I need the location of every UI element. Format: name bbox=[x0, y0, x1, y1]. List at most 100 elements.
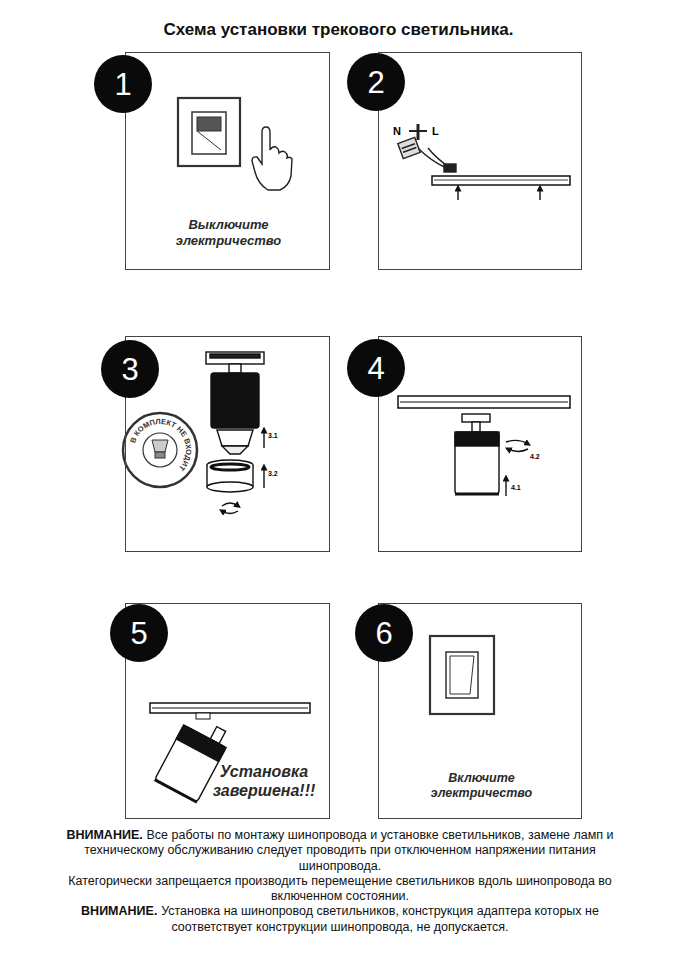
stamp-text: В КОМПЛЕКТ НЕ ВХОДИТ bbox=[128, 417, 193, 473]
warning-heading: ВНИМАНИЕ. bbox=[66, 828, 142, 842]
not-included-stamp-part bbox=[152, 440, 168, 452]
step-number-text: 5 bbox=[130, 618, 147, 649]
fixture-mounting-part bbox=[505, 478, 506, 496]
step-callout: 3.1 bbox=[268, 432, 278, 439]
step-number-text: 6 bbox=[375, 618, 392, 649]
warning-text: Установка на шинопровод светильников, ко… bbox=[161, 904, 599, 933]
installed-fixture-part bbox=[155, 780, 197, 803]
fixture-mounting-part bbox=[455, 432, 499, 446]
step-caption: Включите электричество bbox=[419, 771, 544, 801]
wire-label: L bbox=[432, 126, 439, 137]
stamp-text-path: В КОМПЛЕКТ НЕ ВХОДИТ bbox=[128, 417, 193, 473]
fixture-exploded-part bbox=[211, 464, 249, 470]
step-panel: 3 bbox=[125, 336, 330, 552]
fixture-mounting-part bbox=[506, 440, 528, 444]
hand-icon-part bbox=[252, 127, 292, 190]
fixture-mounting bbox=[455, 414, 528, 496]
step-caption: Выключите электричество bbox=[166, 217, 291, 248]
step-number: 1 bbox=[94, 55, 152, 113]
installed-fixture-part bbox=[176, 725, 226, 762]
fixture-mounting-part bbox=[472, 422, 480, 432]
track-bar-part bbox=[457, 188, 458, 200]
fixture-exploded bbox=[206, 352, 264, 514]
fixture-mounting-part bbox=[455, 432, 499, 494]
step-number: 4 bbox=[347, 339, 405, 397]
fixture-exploded-part bbox=[207, 482, 253, 492]
light-switch-part bbox=[197, 117, 221, 131]
hand-icon bbox=[252, 127, 292, 190]
warning-paragraph: ВНИМАНИЕ. Установка на шинопровод светиль… bbox=[50, 904, 630, 935]
step-panel: 2 bbox=[378, 52, 582, 270]
step-number: 3 bbox=[101, 340, 159, 398]
fixture-exploded-part bbox=[210, 354, 260, 358]
fixture-exploded-part bbox=[207, 460, 253, 470]
track-bar-part bbox=[398, 396, 570, 408]
warning-text: Все работы по монтажу шинопровода и уста… bbox=[84, 828, 613, 873]
fixture-exploded-part bbox=[222, 446, 248, 454]
fixture-exploded-part bbox=[217, 430, 253, 446]
fixture-exploded-part bbox=[263, 430, 264, 448]
warning-paragraph: Категорически запрещается производить пе… bbox=[50, 874, 630, 905]
light-switch-part bbox=[450, 656, 474, 694]
fixture-exploded-part bbox=[206, 352, 264, 364]
fixture-exploded-part bbox=[252, 465, 253, 487]
wiring-part bbox=[403, 147, 416, 152]
fixture-mounting-part bbox=[508, 449, 528, 452]
light-switch-part bbox=[430, 636, 494, 714]
track-bar-part bbox=[150, 703, 310, 713]
light-switch-part bbox=[197, 131, 221, 150]
step-number-text: 4 bbox=[367, 353, 384, 384]
step-callout: 4.2 bbox=[530, 453, 540, 460]
warning-note: ВНИМАНИЕ.Все работы по монтажу шинопрово… bbox=[50, 828, 630, 935]
wiring-part bbox=[398, 137, 420, 158]
light-switch-part bbox=[192, 112, 226, 154]
step-callout: 4.1 bbox=[511, 484, 521, 491]
track-bar-part bbox=[432, 176, 570, 185]
fixture-exploded-part bbox=[263, 467, 264, 488]
step-number-text: 2 bbox=[367, 67, 384, 98]
fixture-exploded-part bbox=[211, 373, 259, 428]
fixture-mounting-part bbox=[455, 493, 499, 496]
fixture-exploded-part bbox=[222, 503, 238, 506]
wiring-part bbox=[444, 164, 456, 172]
light-switch bbox=[430, 636, 494, 714]
track-bar-part bbox=[539, 188, 540, 200]
step-caption: Установка завершена!!! bbox=[202, 762, 326, 800]
warning-text: Категорически запрещается производить пе… bbox=[68, 874, 612, 903]
not-included-stamp-part bbox=[155, 452, 165, 458]
wiring-part bbox=[417, 124, 420, 140]
step-panel: Выключите электричество1 bbox=[125, 52, 330, 270]
step-number: 2 bbox=[347, 53, 405, 111]
step-panel: 4 bbox=[378, 336, 582, 552]
step-panel: Включите электричество 6 bbox=[378, 603, 582, 819]
title: Схема установки трекового светильника. bbox=[0, 20, 677, 40]
track-bar bbox=[150, 703, 310, 719]
warning-heading: ВНИМАНИЕ. bbox=[81, 904, 157, 918]
fixture-exploded-part bbox=[229, 364, 241, 373]
fixture-exploded-part bbox=[222, 511, 238, 514]
track-bar bbox=[432, 176, 570, 200]
fixture-mounting-part bbox=[462, 414, 490, 422]
step-number: 5 bbox=[110, 604, 168, 662]
not-included-stamp bbox=[123, 413, 197, 487]
wiring-part bbox=[402, 144, 415, 149]
step-number: 6 bbox=[355, 604, 413, 662]
step-number-text: 3 bbox=[121, 354, 138, 385]
fixture-exploded-part bbox=[206, 465, 207, 487]
track-bar-part bbox=[400, 402, 568, 403]
track-bar-part bbox=[196, 713, 210, 719]
step-panel: Установка завершена!!! 5 bbox=[125, 603, 330, 819]
light-switch-part bbox=[446, 652, 478, 698]
light-switch-part bbox=[178, 98, 240, 166]
wire-label: N bbox=[393, 126, 401, 137]
track-bar-part bbox=[152, 708, 308, 709]
track-bar bbox=[398, 396, 570, 408]
step-callout: 3.2 bbox=[268, 470, 278, 477]
track-bar-part bbox=[434, 180, 568, 181]
not-included-stamp-part bbox=[143, 433, 177, 467]
step-number-text: 1 bbox=[114, 69, 131, 100]
warning-paragraph: ВНИМАНИЕ.Все работы по монтажу шинопрово… bbox=[50, 828, 630, 874]
light-switch bbox=[178, 98, 240, 166]
